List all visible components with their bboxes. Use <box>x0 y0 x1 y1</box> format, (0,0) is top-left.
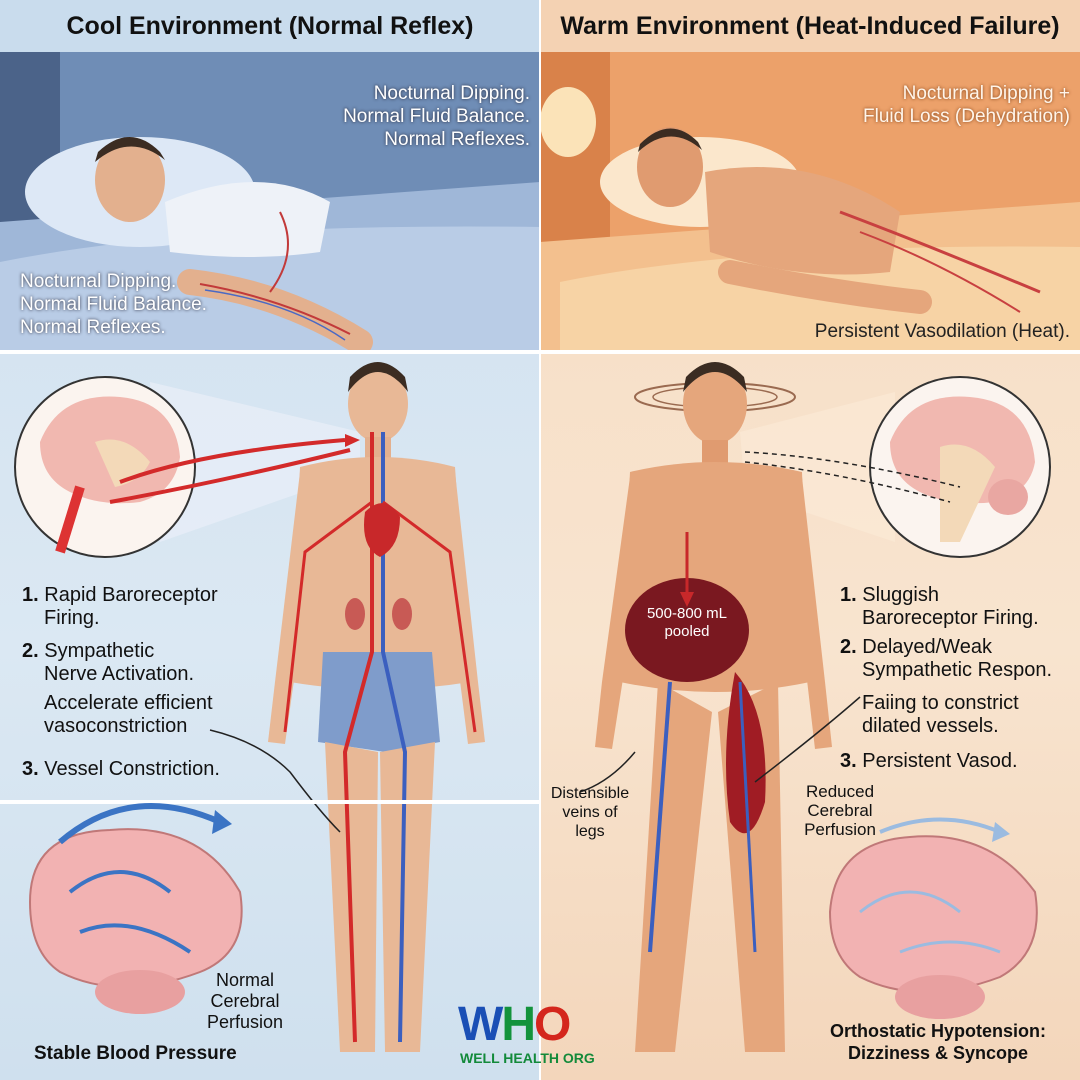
veins-line-3: legs <box>575 823 605 840</box>
warm-body-illustration <box>579 362 1051 1052</box>
cool-step-2: 2. Sympathetic Nerve Activation. <box>22 640 194 686</box>
warm-step-1-num: 1. <box>840 584 857 606</box>
warm-top-line-2: Fluid Loss (Dehydration) <box>863 106 1070 127</box>
cool-step-2-line-2: Nerve Activation. <box>44 663 195 685</box>
normal-perfusion-line-2: Cerebral <box>210 991 280 1011</box>
reduced-line-3: Perfusion <box>804 820 876 839</box>
cool-step-1-line-2: Firing. <box>44 607 100 629</box>
warm-note-line-1: Faiing to constrict <box>862 692 1019 714</box>
warm-step-3-line-1: Persistent Vasod. <box>862 750 1018 772</box>
well-health-logo: WHO WELL HEALTH ORG <box>458 1000 628 1070</box>
warm-note-line-2: dilated vessels. <box>862 715 999 737</box>
cool-step-3-line-1: Vessel Constriction. <box>44 758 220 780</box>
cool-body-section: 1. Rapid Baroreceptor Firing. 2. Sympath… <box>0 352 540 1080</box>
cool-top-line-1: Nocturnal Dipping. <box>373 83 530 104</box>
center-divider <box>539 0 541 1080</box>
orthostatic-line-1: Orthostatic Hypotension: <box>829 1021 1046 1041</box>
veins-line-1: Distensible <box>550 785 630 802</box>
normal-perfusion-label: Normal Cerebral Perfusion <box>190 970 300 1033</box>
warm-step-2-line-2: Sympathetic Respon. <box>862 659 1053 681</box>
warm-environment-panel: Warm Environment (Heat-Induced Failure) … <box>540 0 1080 1080</box>
reduced-line-2: Cerebral <box>807 801 873 820</box>
cool-bottom-line-2: Normal Fluid Balance. <box>20 294 207 315</box>
logo-subtitle: WELL HEALTH ORG <box>460 1050 595 1066</box>
cool-top-line-2: Normal Fluid Balance. <box>343 106 530 127</box>
pooled-line-2: pooled <box>664 623 710 640</box>
cool-step-1-num: 1. <box>22 584 39 606</box>
cool-bed-scene: Nocturnal Dipping. Normal Fluid Balance.… <box>0 52 540 350</box>
warm-sleeper-illustration <box>540 52 1080 350</box>
cool-bottom-line-3: Normal Reflexes. <box>20 317 166 338</box>
warm-body-section: 500-800 mL pooled 1. Sluggish Barorecept… <box>540 352 1080 1080</box>
normal-perfusion-line-3: Perfusion <box>206 1012 284 1032</box>
normal-perfusion-line-1: Normal <box>215 970 274 990</box>
orthostatic-line-2: Dizziness & Syncope <box>847 1043 1029 1063</box>
cool-sleeper-illustration <box>0 52 540 350</box>
cool-step-note: Accelerate efficient vasoconstriction <box>44 692 213 738</box>
warm-step-2-num: 2. <box>840 636 857 658</box>
veins-line-2: veins of <box>562 804 618 821</box>
warm-step-3: 3. Persistent Vasod. <box>840 750 1018 773</box>
cool-body-illustration <box>0 362 540 1052</box>
warm-bed-scene: Nocturnal Dipping + Fluid Loss (Dehydrat… <box>540 52 1080 350</box>
cool-header: Cool Environment (Normal Reflex) <box>0 0 540 52</box>
cool-step-3: 3. Vessel Constriction. <box>22 758 220 781</box>
reduced-perfusion-label: Reduced Cerebral Perfusion <box>790 782 890 839</box>
cool-bottom-line-1: Nocturnal Dipping. <box>20 271 177 292</box>
pooled-blood-label: 500-800 mL pooled <box>627 605 747 641</box>
cool-note-line-2: vasoconstriction <box>44 715 188 737</box>
warm-bed-top-text: Nocturnal Dipping + Fluid Loss (Dehydrat… <box>810 82 1070 128</box>
cool-bed-bottom-text: Nocturnal Dipping. Normal Fluid Balance.… <box>20 270 280 339</box>
pooled-line-1: 500-800 mL <box>646 605 728 622</box>
warm-step-1-line-2: Baroreceptor Firing. <box>862 607 1039 629</box>
cool-step-1: 1. Rapid Baroreceptor Firing. <box>22 584 218 630</box>
warm-step-1: 1. Sluggish Baroreceptor Firing. <box>840 584 1039 630</box>
logo-letter-h: H <box>501 998 536 1051</box>
warm-step-2-line-1: Delayed/Weak <box>862 636 992 658</box>
cool-top-line-3: Normal Reflexes. <box>384 129 530 150</box>
cool-note-line-1: Accelerate efficient <box>44 692 213 714</box>
cool-step-1-line-1: Rapid Baroreceptor <box>44 584 218 606</box>
warm-bed-bottom-text: Persistent Vasodilation (Heat). <box>814 321 1070 342</box>
logo-mark: WHO <box>458 998 571 1051</box>
cool-environment-panel: Cool Environment (Normal Reflex) Nocturn… <box>0 0 540 1080</box>
warm-step-1-line-1: Sluggish <box>862 584 939 606</box>
cool-bed-top-text: Nocturnal Dipping. Normal Fluid Balance.… <box>270 82 530 151</box>
warm-step-2: 2. Delayed/Weak Sympathetic Respon. <box>840 636 1052 682</box>
orthostatic-hypotension-label: Orthostatic Hypotension: Dizziness & Syn… <box>808 1020 1068 1064</box>
stable-bp-label: Stable Blood Pressure <box>34 1043 237 1064</box>
distensible-veins-label: Distensible veins of legs <box>540 784 640 841</box>
cool-step-3-num: 3. <box>22 758 39 780</box>
warm-step-note: Faiing to constrict dilated vessels. <box>862 692 1019 738</box>
logo-letter-w: W <box>458 998 503 1051</box>
warm-step-3-num: 3. <box>840 750 857 772</box>
warm-header: Warm Environment (Heat-Induced Failure) <box>540 0 1080 52</box>
logo-letter-o: O <box>533 998 571 1051</box>
cool-step-2-num: 2. <box>22 640 39 662</box>
warm-divider <box>540 350 1080 354</box>
reduced-line-1: Reduced <box>805 782 875 801</box>
cool-divider <box>0 350 540 354</box>
warm-top-line-1: Nocturnal Dipping + <box>902 83 1070 104</box>
cool-step-2-line-1: Sympathetic <box>44 640 155 662</box>
